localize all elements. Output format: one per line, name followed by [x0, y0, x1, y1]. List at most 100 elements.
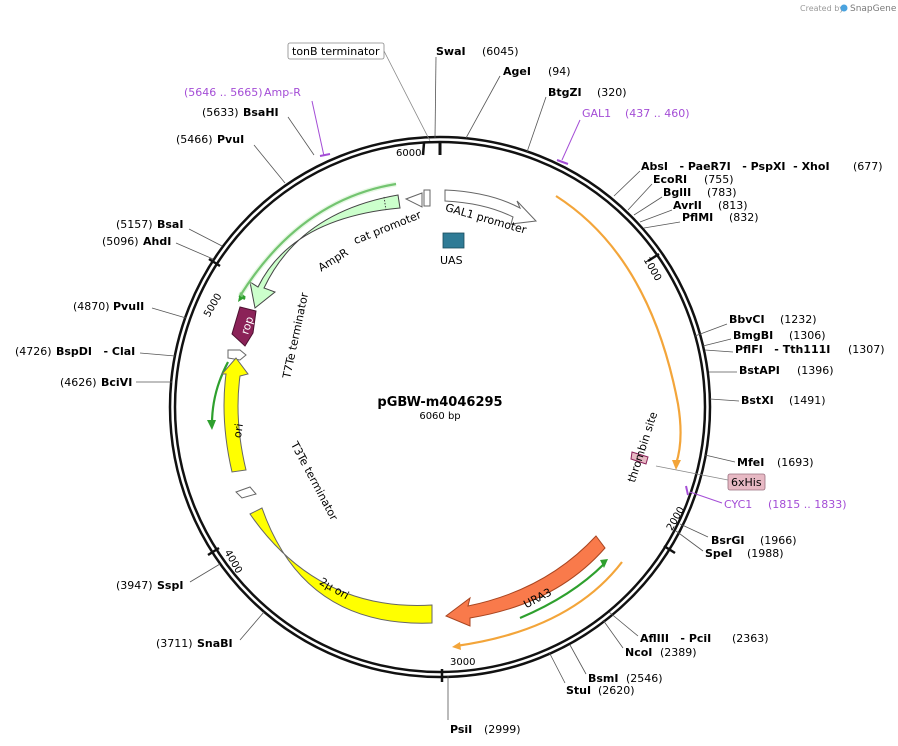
site-bbvci[interactable]: BbvCI (1232) — [694, 313, 817, 337]
site-swai[interactable]: SwaI (6045) — [434, 45, 519, 139]
site-bspdi-clai[interactable]: (4726) BspDI - ClaI — [15, 345, 176, 358]
site-snabi[interactable]: (3711) SnaBI — [156, 611, 265, 650]
site-pos: (4726) — [15, 345, 52, 358]
ampr-green-halo — [237, 181, 397, 298]
site-name: AbsI - PaeR7I - PspXI - XhoI — [641, 160, 830, 173]
site-pflmi[interactable]: PflMI (832) — [643, 211, 759, 229]
cat-promoter-arrow[interactable] — [404, 192, 423, 208]
site-name: BbvCI — [729, 313, 765, 326]
ura3-orange-arrowhead — [452, 642, 461, 650]
hexahis-box[interactable] — [727, 473, 766, 491]
site-pos: (5096) — [102, 235, 139, 248]
site-pos: (2620) — [598, 684, 635, 697]
site-bsai[interactable]: (5157) BsaI — [116, 218, 223, 247]
site-name: BspDI - ClaI — [56, 345, 135, 358]
site-name: BmgBI — [733, 329, 773, 342]
plasmid-length: 6060 bp — [419, 411, 460, 422]
site-pos: (677) — [853, 160, 883, 173]
site-ncoi[interactable]: NcoI (2389) — [602, 619, 697, 659]
plasmid-name: pGBW-m4046295 — [377, 395, 502, 410]
site-pvuii[interactable]: (4870) PvuII — [73, 300, 187, 319]
rop-label: rop — [238, 315, 256, 336]
site-btgzi[interactable]: BtgZI (320) — [526, 86, 627, 153]
snapgene-logo-icon — [840, 4, 848, 12]
uas-label: UAS — [440, 254, 463, 267]
site-name: NcoI — [625, 646, 652, 659]
site-name: AflIII - PciI — [640, 632, 711, 645]
rop-arrow[interactable] — [231, 306, 257, 347]
site-spei[interactable]: SpeI (1988) — [675, 530, 784, 560]
site-psii[interactable]: PsiI (2999) — [447, 676, 521, 736]
site-bcivi[interactable]: (4626) BciVI — [60, 376, 172, 389]
left-sites: (5633) BsaHI (5466) PvuI (5157) BsaI (50… — [15, 106, 315, 650]
site-pos: (6045) — [482, 45, 519, 58]
ori-arrow[interactable] — [220, 357, 249, 473]
cyc1-primer-name: CYC1 — [724, 498, 752, 511]
ura3-arrow[interactable] — [445, 535, 606, 627]
tick-2000: 2000 — [665, 505, 687, 533]
site-absi-xhoi[interactable]: AbsI - PaeR7I - PspXI - XhoI (677) — [613, 160, 883, 197]
site-name: BstXI — [741, 394, 774, 407]
site-name: AhdI — [143, 235, 171, 248]
uas-box[interactable] — [442, 232, 465, 249]
site-pos: (783) — [707, 186, 737, 199]
gal1-promoter-arrow[interactable] — [444, 189, 538, 225]
tonb-terminator-mark[interactable] — [423, 189, 431, 207]
two-micron-ori[interactable] — [249, 507, 433, 624]
site-afliii-pcii[interactable]: AflIII - PciI (2363) — [608, 611, 769, 645]
site-ecori[interactable]: EcoRI (755) — [627, 173, 734, 211]
site-pos: (755) — [704, 173, 734, 186]
thrombin-site-mark[interactable] — [630, 451, 649, 465]
site-name: BtgZI — [548, 86, 582, 99]
gal1-orange-primer-arc — [555, 195, 682, 465]
ura3-green-arrowhead — [600, 559, 608, 568]
site-pos: (5157) — [116, 218, 153, 231]
site-name: StuI — [566, 684, 591, 697]
tick-marks — [207, 142, 676, 682]
t3te-terminator-mark[interactable] — [235, 486, 257, 499]
site-bmgbi[interactable]: BmgBI (1306) — [702, 329, 826, 347]
site-name: PflMI — [682, 211, 713, 224]
primer-amp-r[interactable]: (5646 .. 5665) Amp-R — [184, 86, 331, 157]
site-name: SspI — [157, 579, 183, 592]
site-pflfi-tth111i[interactable]: PflFI - Tth111I (1307) — [704, 343, 885, 356]
site-avrii[interactable]: AvrII (813) — [639, 199, 748, 223]
site-bsrgi[interactable]: BsrGI (1966) — [679, 523, 797, 547]
site-name: BsaHI — [243, 106, 279, 119]
primer-gal1[interactable]: GAL1 (437 .. 460) — [556, 107, 690, 165]
site-bstapi[interactable]: BstAPI (1396) — [709, 364, 834, 377]
site-mfei[interactable]: MfeI (1693) — [704, 454, 814, 469]
site-pos: (1232) — [780, 313, 817, 326]
gal1-primer-name: GAL1 — [582, 107, 611, 120]
ampr-green-arrowhead — [238, 292, 246, 302]
tonb-label: tonB terminator — [292, 45, 380, 58]
site-name: BsmI — [588, 672, 619, 685]
site-pvui[interactable]: (5466) PvuI — [176, 133, 286, 184]
site-pos: (94) — [548, 65, 571, 78]
t7te-terminator-mark[interactable] — [227, 349, 247, 361]
site-pos: (1988) — [747, 547, 784, 560]
ura3-orange-primer-arc — [455, 561, 623, 648]
snapgene-credit: Created by SnapGene — [800, 4, 897, 14]
site-bstxi[interactable]: BstXI (1491) — [709, 394, 826, 407]
site-name: PvuI — [217, 133, 244, 146]
tick-6000: 6000 — [396, 148, 421, 159]
site-pos: (2363) — [732, 632, 769, 645]
site-ahdi[interactable]: (5096) AhdI — [102, 235, 214, 260]
site-bglii[interactable]: BglII (783) — [633, 186, 737, 216]
site-name: PsiI — [450, 723, 472, 736]
site-agei[interactable]: AgeI (94) — [465, 65, 571, 139]
site-sspi[interactable]: (3947) SspI — [116, 563, 221, 592]
site-stui[interactable]: StuI (2620) — [548, 651, 635, 697]
primer-cyc1[interactable]: CYC1 (1815 .. 1833) — [685, 485, 847, 511]
site-pos: (3711) — [156, 637, 193, 650]
hexahis-label: 6xHis — [731, 476, 762, 489]
right-sites: SwaI (6045) AgeI (94) BtgZI (320) AbsI -… — [434, 45, 885, 736]
site-name: PvuII — [113, 300, 144, 313]
site-name: BsaI — [157, 218, 183, 231]
site-bsmi[interactable]: BsmI (2546) — [569, 644, 663, 685]
left-green-primer-arc — [210, 361, 229, 425]
site-bsahi[interactable]: (5633) BsaHI — [202, 106, 315, 156]
site-name: AvrII — [673, 199, 702, 212]
